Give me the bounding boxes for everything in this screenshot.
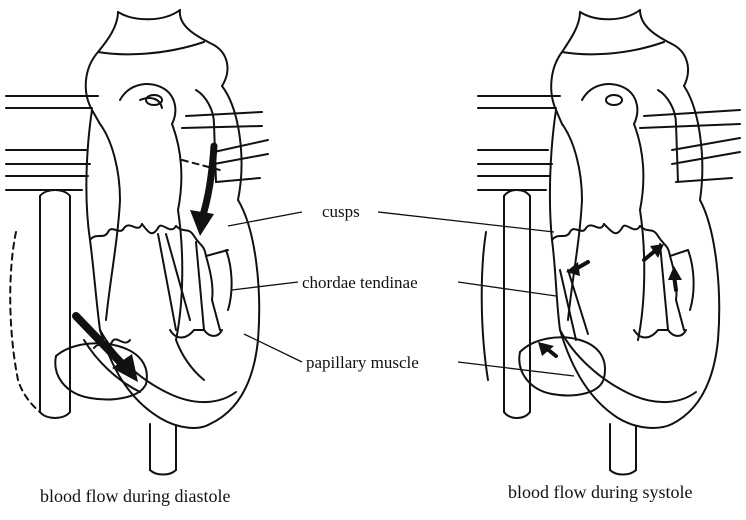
heart-systole [478, 10, 740, 475]
heart-diastole [6, 10, 268, 475]
label-cusps: cusps [322, 203, 360, 220]
label-papillary-muscle: papillary muscle [306, 354, 419, 371]
flow-arrows-systole [538, 244, 682, 356]
label-chordae-tendinae: chordae tendinae [302, 274, 418, 291]
leader-lines [228, 212, 574, 376]
caption-diastole: blood flow during diastole [40, 487, 230, 505]
caption-systole: blood flow during systole [508, 483, 693, 501]
